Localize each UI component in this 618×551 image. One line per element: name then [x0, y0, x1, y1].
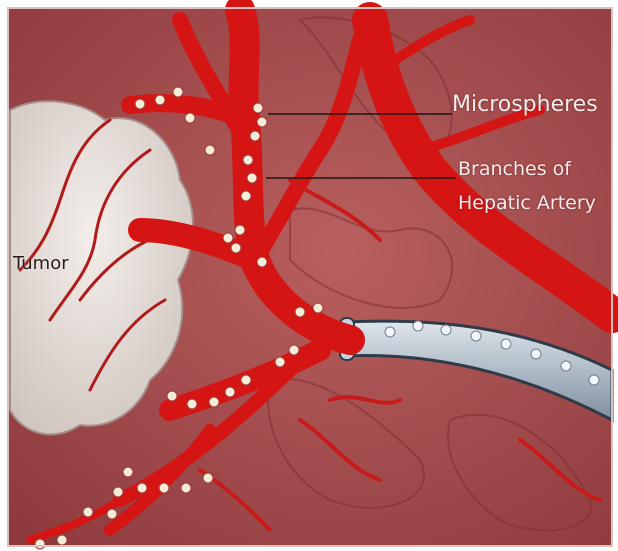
branches-label-line1: Branches of — [458, 158, 571, 180]
tumor-label: Tumor — [13, 253, 69, 274]
microspheres-label: Microspheres — [452, 92, 598, 117]
branches-label-line2: Hepatic Artery — [458, 192, 596, 214]
